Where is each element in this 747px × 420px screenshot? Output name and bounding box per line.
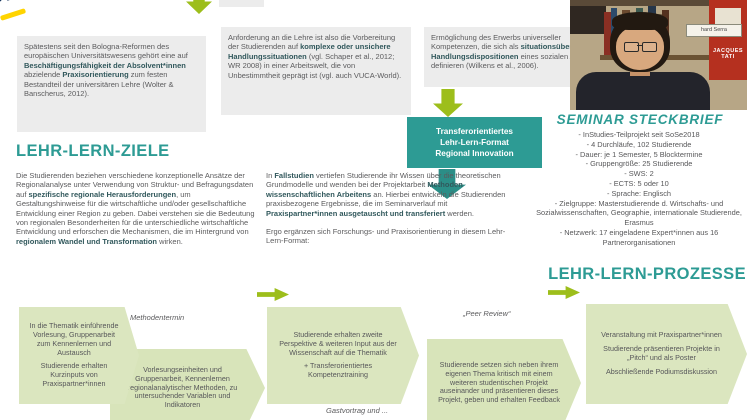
poster-tati-text: JACQUES TATI — [712, 48, 744, 60]
shelf-board — [600, 55, 747, 60]
steckbrief-list: - InStudies-Teilprojekt seit SoSe2018 - … — [531, 130, 747, 248]
process-step-3: Studierende erhalten zweite Perspektive … — [267, 307, 419, 404]
transfer-line: Transferorientiertes — [436, 127, 513, 136]
glasses-bridge-icon — [637, 45, 642, 46]
label-gastvortrag: Gastvortrag und ... — [326, 406, 389, 415]
transfer-line: Lehr-Lern-Format — [440, 138, 509, 147]
process-step-5: Veranstaltung mit Praxispartner*innen St… — [586, 304, 747, 404]
steckbrief-item: - Sprache: Englisch — [606, 188, 672, 198]
process-step-1: In die Thematik einführende Vorlesung, G… — [19, 307, 139, 404]
transfer-line: Regional Innovation — [435, 149, 514, 158]
steckbrief-item: - Dauer: je 1 Semester, 5 Blocktermine — [575, 149, 703, 159]
prozesse-title: LEHR-LERN-PROZESSE — [548, 265, 746, 283]
process-step-4: Studierende setzen sich neben ihrem eige… — [427, 339, 581, 420]
decoration-arrow-icon — [186, 0, 212, 14]
ziele-column-2: In Fallstudien vertiefen Studierende ihr… — [266, 171, 520, 246]
poster-serra-label: hard Serra — [686, 24, 742, 37]
person-hair-fringe — [612, 12, 668, 30]
step-text: + Transferorientiertes Kompetenztraining — [303, 361, 373, 380]
instudies-logo-text: STUDIES — [0, 0, 68, 7]
glasses-right-lens-icon — [642, 42, 657, 52]
steckbrief-item: - 4 Durchläufe, 102 Studierende — [586, 139, 692, 149]
transfer-format-box: Transferorientiertes Lehr-Lern-Format Re… — [407, 117, 542, 168]
shelf-edge — [570, 0, 747, 6]
step-text: Studierende erhalten zweite Perspektive … — [279, 330, 397, 357]
person-body — [576, 72, 710, 110]
right-arrow-icon — [257, 288, 289, 301]
logo-swash-icon — [0, 8, 27, 21]
glasses-left-lens-icon — [624, 42, 639, 52]
poster-image — [715, 8, 741, 26]
poster-jacques-tati: JACQUES TATI — [709, 0, 747, 80]
right-arrow-icon — [548, 286, 580, 299]
process-step-2: Vorlesungseinheiten und Gruppenarbeit, K… — [110, 349, 265, 420]
steckbrief-item: - ECTS: 5 oder 10 — [609, 178, 669, 188]
ziele-column-2-ergo: Ergo ergänzen sich Forschungs- und Praxi… — [266, 227, 506, 246]
steckbrief-item: - Gruppengröße: 25 Studierende — [585, 159, 693, 169]
step-text: Abschließende Podiumsdiskussion — [605, 366, 718, 376]
intro-box-bologna: Spätestens seit den Bologna-Reformen des… — [17, 36, 206, 132]
steckbrief-title: SEMINAR STECKBRIEF — [556, 112, 724, 127]
step-text: Studierende setzen sich neben ihrem eige… — [438, 360, 560, 405]
intro-box-anforderung: Anforderung an die Lehre ist also die Vo… — [221, 27, 411, 115]
step-text: In die Thematik einführende Vorlesung, G… — [29, 321, 119, 357]
ziele-column-2-text: In Fallstudien vertiefen Studierende ihr… — [266, 171, 506, 218]
steckbrief-item: - Zielgruppe: Masterstudierende d. Wirts… — [536, 198, 742, 228]
webcam-overlay: JACQUES TATI hard Serra — [570, 0, 747, 110]
step-text: Veranstaltung mit Praxispartner*innen — [601, 330, 722, 340]
step-text: Studierende erhalten Kurzinputs von Prax… — [40, 361, 108, 388]
ziele-title: LEHR-LERN-ZIELE — [16, 142, 170, 160]
label-peer-review: „Peer Review“ — [463, 309, 511, 318]
down-arrow-icon — [433, 89, 463, 117]
step-text: Studierende präsentieren Projekte in „Pi… — [603, 344, 720, 362]
steckbrief-item: - InStudies-Teilprojekt seit SoSe2018 — [578, 130, 700, 139]
decoration-box — [219, 0, 264, 7]
ziele-column-1: Die Studierenden beziehen verschiedene k… — [16, 171, 255, 246]
label-methodentermin: Methodentermin — [130, 313, 185, 322]
steckbrief-item: - SWS: 2 — [624, 169, 654, 179]
steckbrief-item: - Netzwerk: 17 eingeladene Expert*innen … — [559, 227, 719, 247]
instudies-logo: STUDIES — [0, 0, 68, 21]
step-text: Vorlesungseinheiten und Gruppenarbeit, K… — [127, 365, 238, 410]
